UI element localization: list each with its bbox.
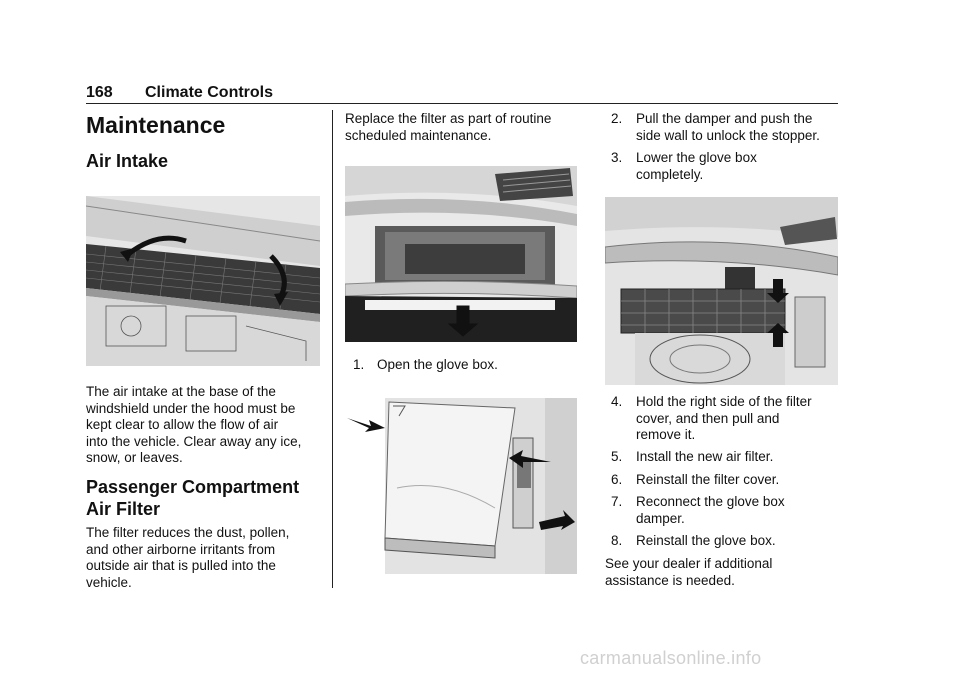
closing-text: See your dealer if additional assistance… xyxy=(605,556,773,588)
section-title: Climate Controls xyxy=(145,84,274,101)
step-1-number: 1. xyxy=(353,357,365,372)
heading-air-filter: Passenger Compartment Air Filter xyxy=(86,477,300,519)
step-8: 8. Reinstall the glove box. xyxy=(611,533,841,551)
watermark: carmanualsonline.info xyxy=(580,648,762,668)
step-1: 1. Open the glove box. xyxy=(353,357,573,375)
air-intake-text: The air intake at the base of the windsh… xyxy=(86,384,302,465)
step-3-number: 3. xyxy=(611,150,623,165)
step-6-text: Reinstall the filter cover. xyxy=(636,472,780,487)
step-5-text: Install the new air filter. xyxy=(636,449,774,464)
step-8-text: Reinstall the glove box. xyxy=(636,533,776,548)
step-4-number: 4. xyxy=(611,394,623,409)
step-5-number: 5. xyxy=(611,449,623,464)
step-3-text: Lower the glove box completely. xyxy=(636,150,757,182)
illustration-air-intake xyxy=(86,196,320,366)
step-2: 2. Pull the damper and push the side wal… xyxy=(611,111,841,145)
illustration-glove-box-open xyxy=(345,166,577,342)
step-6-number: 6. xyxy=(611,472,623,487)
step-7: 7. Reconnect the glove box damper. xyxy=(611,494,841,528)
step-2-number: 2. xyxy=(611,111,623,126)
step-4: 4. Hold the right side of the filter cov… xyxy=(611,394,841,444)
step-6: 6. Reinstall the filter cover. xyxy=(611,472,841,490)
page-title: Maintenance xyxy=(86,112,226,138)
step-1-text: Open the glove box. xyxy=(377,357,498,372)
illustration-filter-cover xyxy=(605,197,838,385)
step-3: 3. Lower the glove box completely. xyxy=(611,150,841,184)
step-7-number: 7. xyxy=(611,494,623,509)
step-8-number: 8. xyxy=(611,533,623,548)
step-7-text: Reconnect the glove box damper. xyxy=(636,494,785,526)
page-number: 168 xyxy=(86,84,113,101)
step-4-text: Hold the right side of the filter cover,… xyxy=(636,394,812,442)
column-divider xyxy=(332,110,333,588)
step-2-text: Pull the damper and push the side wall t… xyxy=(636,111,820,143)
illustration-glove-box-damper xyxy=(345,398,577,574)
air-filter-text: The filter reduces the dust, pollen, and… xyxy=(86,525,290,590)
header-rule xyxy=(86,103,838,104)
intro-text: Replace the filter as part of routine sc… xyxy=(345,111,552,143)
step-5: 5. Install the new air filter. xyxy=(611,449,841,467)
heading-air-intake: Air Intake xyxy=(86,151,169,171)
